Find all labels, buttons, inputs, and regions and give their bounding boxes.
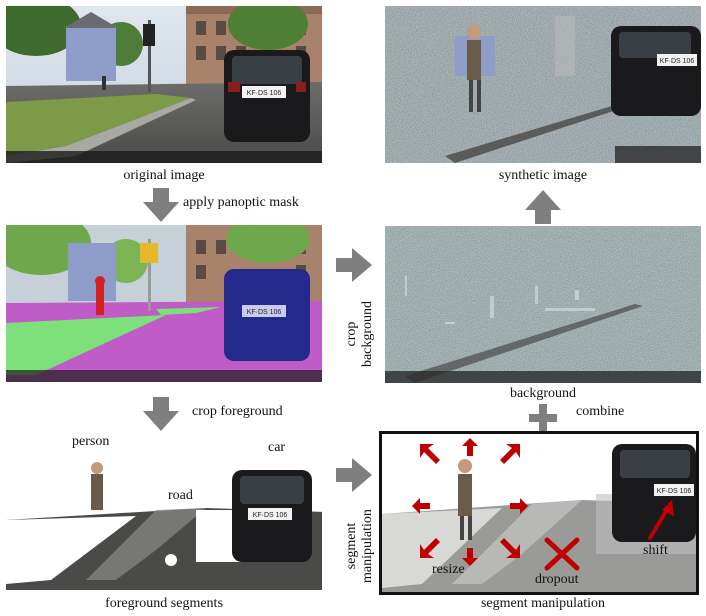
down-arrow-mask	[143, 188, 179, 222]
synthetic-image-caption: synthetic image	[498, 168, 588, 183]
shift-arrow-icon	[648, 500, 674, 540]
synthetic-image-panel: KF·DS 106	[385, 6, 701, 163]
foreground-segments-caption: foreground segments	[105, 596, 223, 611]
panoptic-masked-image: KF·DS 106	[6, 225, 322, 382]
background-image	[385, 226, 701, 383]
crop-background-label: crop background	[344, 274, 376, 394]
panoptic-mask-panel: KF·DS 106	[6, 225, 322, 382]
original-image: KF·DS 106	[6, 6, 322, 163]
segment-manipulation-panel: KF·DS 106	[379, 431, 699, 595]
down-arrow-foreground	[143, 397, 179, 431]
apply-panoptic-mask-label: apply panoptic mask	[183, 195, 299, 210]
original-image-panel: KF·DS 106	[6, 6, 322, 163]
synthetic-image: KF·DS 106	[385, 6, 701, 163]
person-label: person	[72, 434, 110, 449]
fg-car-plate-text: KF·DS 106	[253, 512, 288, 519]
shift-label: shift	[643, 543, 668, 558]
dropout-label: dropout	[535, 572, 579, 587]
background-panel	[385, 226, 701, 383]
combine-label: combine	[576, 404, 625, 419]
resize-label: resize	[432, 562, 465, 577]
crop-background-text: crop background	[344, 300, 375, 368]
synth-car-plate-text: KF·DS 106	[660, 58, 695, 65]
right-arrow-manipulation	[336, 458, 372, 492]
masked-car-plate-text: KF·DS 106	[247, 309, 282, 316]
segment-manipulation-side-label: segment manipulation	[344, 476, 376, 616]
segment-manipulation-image: KF·DS 106	[382, 434, 696, 592]
foreground-segments-panel: KF·DS 106	[6, 450, 322, 590]
dropout-x-icon	[544, 537, 580, 571]
foreground-segments-image: KF·DS 106	[6, 450, 322, 590]
right-arrow-background	[336, 248, 372, 282]
resize-arrow-icon	[412, 438, 528, 566]
background-caption: background	[509, 386, 577, 401]
car-plate-text: KF·DS 106	[247, 90, 282, 97]
manip-car-plate-text: KF·DS 106	[657, 488, 692, 495]
crop-foreground-label: crop foreground	[192, 404, 283, 419]
road-label: road	[168, 488, 193, 503]
original-image-caption: original image	[123, 168, 205, 183]
car-label: car	[268, 440, 286, 455]
segment-manipulation-caption: segment manipulation	[480, 596, 606, 611]
segment-manipulation-side-text: segment manipulation	[344, 509, 375, 583]
up-arrow-synthetic	[525, 190, 561, 224]
plus-icon	[529, 404, 557, 432]
